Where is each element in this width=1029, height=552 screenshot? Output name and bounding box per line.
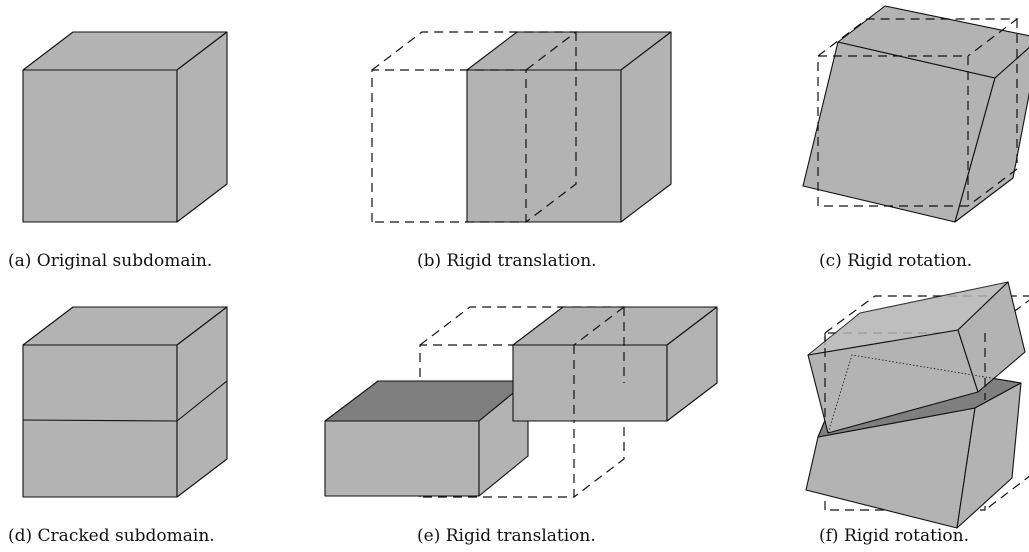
panel-e-translated-halves — [324, 306, 718, 498]
panel-c-rotated-cube — [802, 5, 1029, 223]
caption-c: (c) Rigid rotation. — [819, 251, 973, 271]
caption-f: (f) Rigid rotation. — [819, 526, 969, 546]
cube-side-face — [954, 47, 1029, 223]
caption-b: (b) Rigid translation. — [417, 251, 597, 271]
lower-half-side-face — [956, 382, 1022, 529]
cube-front-face — [466, 69, 622, 223]
cube-side-face — [620, 31, 672, 223]
hidden-outline-through-block — [824, 333, 986, 420]
original-position-outline — [371, 31, 578, 223]
crack-line — [22, 380, 228, 422]
original-position-outline — [817, 18, 1019, 207]
cube-top-face — [837, 5, 1029, 79]
cube-side-face — [176, 31, 228, 223]
upper-half-side-face — [666, 306, 718, 422]
upper-half-front-face — [512, 344, 668, 422]
cube-side-face — [176, 306, 228, 498]
panel-d-cracked-cube — [22, 306, 228, 498]
panel-b-translated-cube — [371, 31, 672, 223]
caption-e: (e) Rigid translation. — [417, 526, 596, 546]
hidden-outline-through-block — [573, 306, 625, 421]
lower-half-front-face — [324, 420, 480, 497]
caption-d: (d) Cracked subdomain. — [8, 526, 215, 546]
upper-half-side-face — [957, 281, 1026, 393]
caption-a: (a) Original subdomain. — [8, 251, 213, 271]
hidden-edge — [827, 354, 1022, 434]
panel-a-original-cube — [22, 31, 228, 223]
panel-f-rotated-halves — [805, 281, 1029, 529]
cube-front-face — [22, 69, 178, 223]
